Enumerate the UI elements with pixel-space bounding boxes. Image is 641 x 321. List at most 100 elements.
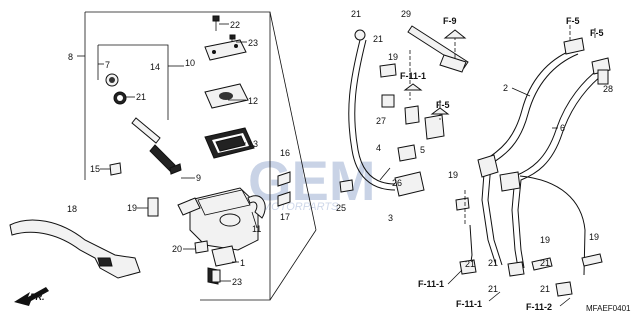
banjo-fitting — [459, 259, 477, 275]
callout: 8 — [68, 52, 73, 62]
bolt-17b — [277, 191, 291, 207]
callout: 15 — [90, 164, 100, 174]
bracket-leader-top — [269, 11, 317, 231]
pivot-bolt-18 — [147, 197, 159, 217]
brake-hose-6-outline — [517, 71, 607, 269]
hose-joint — [477, 154, 499, 178]
callout: 12 — [248, 96, 258, 106]
callout: 26 — [392, 178, 402, 188]
nut-20 — [194, 240, 209, 254]
brake-hose-2-outline — [487, 53, 579, 266]
ref-label: F-5 — [590, 28, 604, 38]
clip-f5 — [404, 105, 420, 125]
cap-hole — [212, 50, 216, 54]
diaphragm-core — [215, 135, 246, 152]
handlebar-clamp — [247, 195, 266, 219]
bolt-19 — [455, 197, 470, 211]
callout: 21 — [540, 284, 550, 294]
ref-label: F-5 — [436, 100, 450, 110]
callout: 1 — [240, 258, 245, 268]
callout-labels-left: 22 23 8 7 14 10 21 12 13 16 15 9 19 18 1… — [67, 20, 290, 287]
bolt-9 — [169, 163, 182, 175]
circlip-center — [117, 95, 123, 101]
callout: 21 — [351, 9, 361, 19]
screw — [229, 34, 236, 42]
ref-label: F-11-1 — [418, 279, 444, 289]
callout: 21 — [540, 258, 550, 268]
callout: 17 — [280, 212, 290, 222]
callout: 28 — [603, 84, 613, 94]
hose-clamp-4 — [397, 144, 417, 162]
brake-lever — [9, 219, 141, 279]
watermark-sub: MOTORPARTS — [262, 201, 339, 213]
bolt-26 — [381, 94, 395, 108]
bolt-19 — [531, 257, 553, 271]
cap-hole — [234, 44, 238, 48]
reference-labels-right: F-5 F-5 F-11-1 F-11-1 F-11-2 — [418, 16, 604, 312]
callout: 21 — [136, 92, 146, 102]
ref-label: F-5 — [566, 16, 580, 26]
part-code: MFAEF0401 — [586, 304, 631, 313]
banjo-fitting — [354, 29, 366, 41]
callout: 27 — [376, 116, 386, 126]
bolt-28 — [597, 69, 609, 85]
plate-opening — [219, 92, 233, 100]
callout: 7 — [105, 60, 110, 70]
brake-switch — [211, 245, 237, 267]
ref-arrow-f5 — [430, 107, 450, 115]
brake-hose-upper-outline — [354, 39, 396, 185]
callout: 9 — [196, 173, 201, 183]
callout: 19 — [589, 232, 599, 242]
callout: 10 — [185, 58, 195, 68]
bracket-5 — [424, 114, 445, 140]
screw-24 — [211, 269, 221, 283]
ref-label: F-11-1 — [400, 71, 426, 81]
callout: 19 — [127, 203, 137, 213]
reference-labels-middle: F-9 F-11-1 F-5 — [400, 16, 457, 110]
bolt-17 — [277, 171, 291, 187]
callout: 20 — [172, 244, 182, 254]
leader-lines-left — [77, 23, 258, 282]
pivot-bolt-16 — [109, 162, 122, 176]
hose-fitting — [563, 37, 585, 55]
bolt-27 — [339, 179, 354, 193]
ref-arrow-f111 — [403, 83, 423, 91]
callout-labels-right: 2 6 28 19 19 19 21 21 21 21 21 — [448, 83, 613, 294]
callout: 25 — [336, 203, 346, 213]
banjo-fitting — [555, 281, 573, 297]
brake-hose-6 — [511, 67, 601, 269]
callout: 19 — [540, 235, 550, 245]
ref-label: F-11-1 — [456, 299, 482, 309]
screw — [212, 15, 220, 31]
brake-hose-2 — [481, 49, 573, 266]
cylinder-top — [197, 189, 251, 216]
piston — [131, 117, 161, 144]
callout: 19 — [448, 170, 458, 180]
boot-center — [109, 77, 115, 83]
callout: 2 — [503, 83, 508, 93]
subassembly-bracket — [98, 44, 169, 120]
hose-joint — [499, 171, 521, 192]
cylinder-port — [219, 213, 241, 227]
callout: 18 — [67, 204, 77, 214]
banjo-fitting — [507, 261, 525, 277]
callout: 21 — [488, 258, 498, 268]
callout: 14 — [150, 62, 160, 72]
ref-label: F-9 — [443, 16, 457, 26]
callout: 3 — [388, 213, 393, 223]
callout: 23 — [248, 38, 258, 48]
callout: 4 — [376, 143, 381, 153]
callout: 13 — [248, 139, 258, 149]
bolt-19 — [581, 253, 603, 267]
bracket-leader — [269, 229, 317, 301]
callout: 23 — [232, 277, 242, 287]
brake-hose-6-lower — [519, 175, 586, 276]
callout: 6 — [560, 123, 565, 133]
callout: 19 — [388, 52, 398, 62]
assembly-bracket — [85, 11, 271, 301]
front-direction-arrow: FR. — [14, 287, 49, 306]
leader-25 — [379, 167, 391, 181]
callout: 21 — [465, 259, 475, 269]
callout: 21 — [488, 284, 498, 294]
